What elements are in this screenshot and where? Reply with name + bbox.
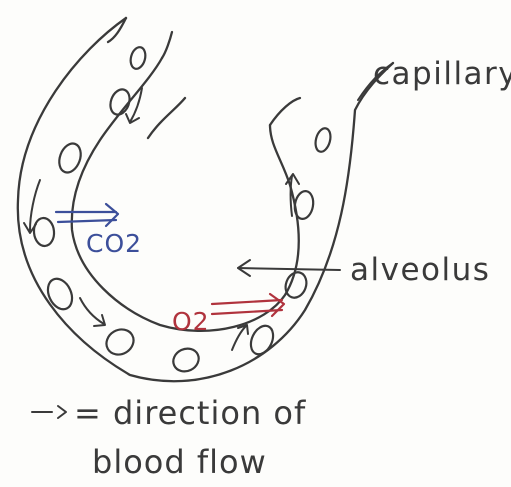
flow-arrow (232, 325, 248, 350)
legend: = direction of blood flow (32, 394, 306, 481)
blood-cell (170, 345, 203, 376)
alveolus-label: alveolus (350, 252, 490, 288)
o2-label: O2 (172, 307, 210, 336)
capillary-left-tail (162, 32, 172, 58)
legend-arrow-sample (32, 406, 66, 418)
legend-line-1: = direction of (74, 394, 306, 432)
flow-arrow (80, 298, 105, 326)
blood-cell (43, 275, 76, 313)
blood-cell (102, 325, 138, 360)
blood-cell (282, 269, 310, 300)
blood-cell (128, 46, 147, 71)
blood-cell (33, 217, 55, 247)
blood-cell (293, 190, 316, 221)
capillary-right-lip (270, 98, 300, 125)
blood-cell (247, 322, 278, 358)
capillary-annotation: capillary (358, 56, 511, 100)
o2-arrow (212, 294, 284, 316)
co2-arrow (56, 204, 118, 226)
legend-line-2: blood flow (92, 443, 267, 481)
capillary-mid-wall (148, 98, 185, 138)
capillary-label: capillary (373, 56, 511, 92)
co2-label: CO2 (86, 229, 142, 258)
blood-cell (313, 127, 333, 154)
blood-cell (55, 140, 84, 175)
flow-arrow (24, 180, 40, 233)
